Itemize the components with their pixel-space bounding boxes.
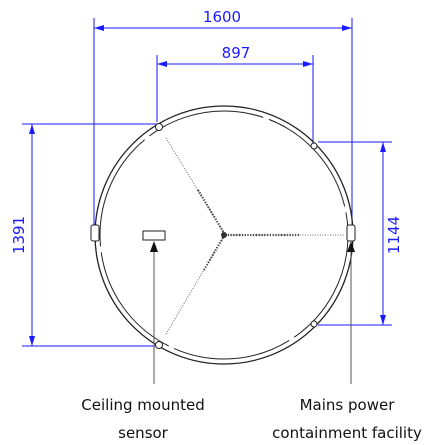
cable-hub bbox=[221, 232, 227, 238]
power-label-line1: Mains power bbox=[300, 396, 396, 414]
luminaire-ring bbox=[90, 105, 356, 365]
right-end-cap bbox=[346, 224, 356, 242]
suspension-point-bottom-left bbox=[155, 341, 163, 349]
outer-width-label: 1600 bbox=[203, 8, 241, 26]
power-label-line2: containment facility bbox=[272, 424, 422, 442]
dimension-outer-width: 1600 bbox=[93, 8, 353, 232]
dimension-right-height: 1144 bbox=[318, 141, 403, 326]
mains-power-pointer bbox=[347, 241, 355, 384]
right-height-label: 1144 bbox=[385, 216, 403, 254]
sensor-label-line2: sensor bbox=[118, 424, 169, 442]
cable-arms bbox=[165, 137, 344, 335]
sensor-label-line1: Ceiling mounted bbox=[81, 396, 204, 414]
inner-width-label: 897 bbox=[222, 44, 251, 62]
suspension-point-top-right bbox=[310, 142, 318, 150]
left-end-cap bbox=[90, 224, 100, 242]
ceiling-sensor bbox=[142, 230, 166, 384]
dimension-inner-width: 897 bbox=[156, 44, 314, 146]
left-height-label: 1391 bbox=[10, 216, 28, 254]
suspension-point-top-left bbox=[155, 123, 163, 131]
suspension-point-bottom-right bbox=[310, 320, 318, 328]
dimension-left-height: 1391 bbox=[10, 123, 157, 347]
